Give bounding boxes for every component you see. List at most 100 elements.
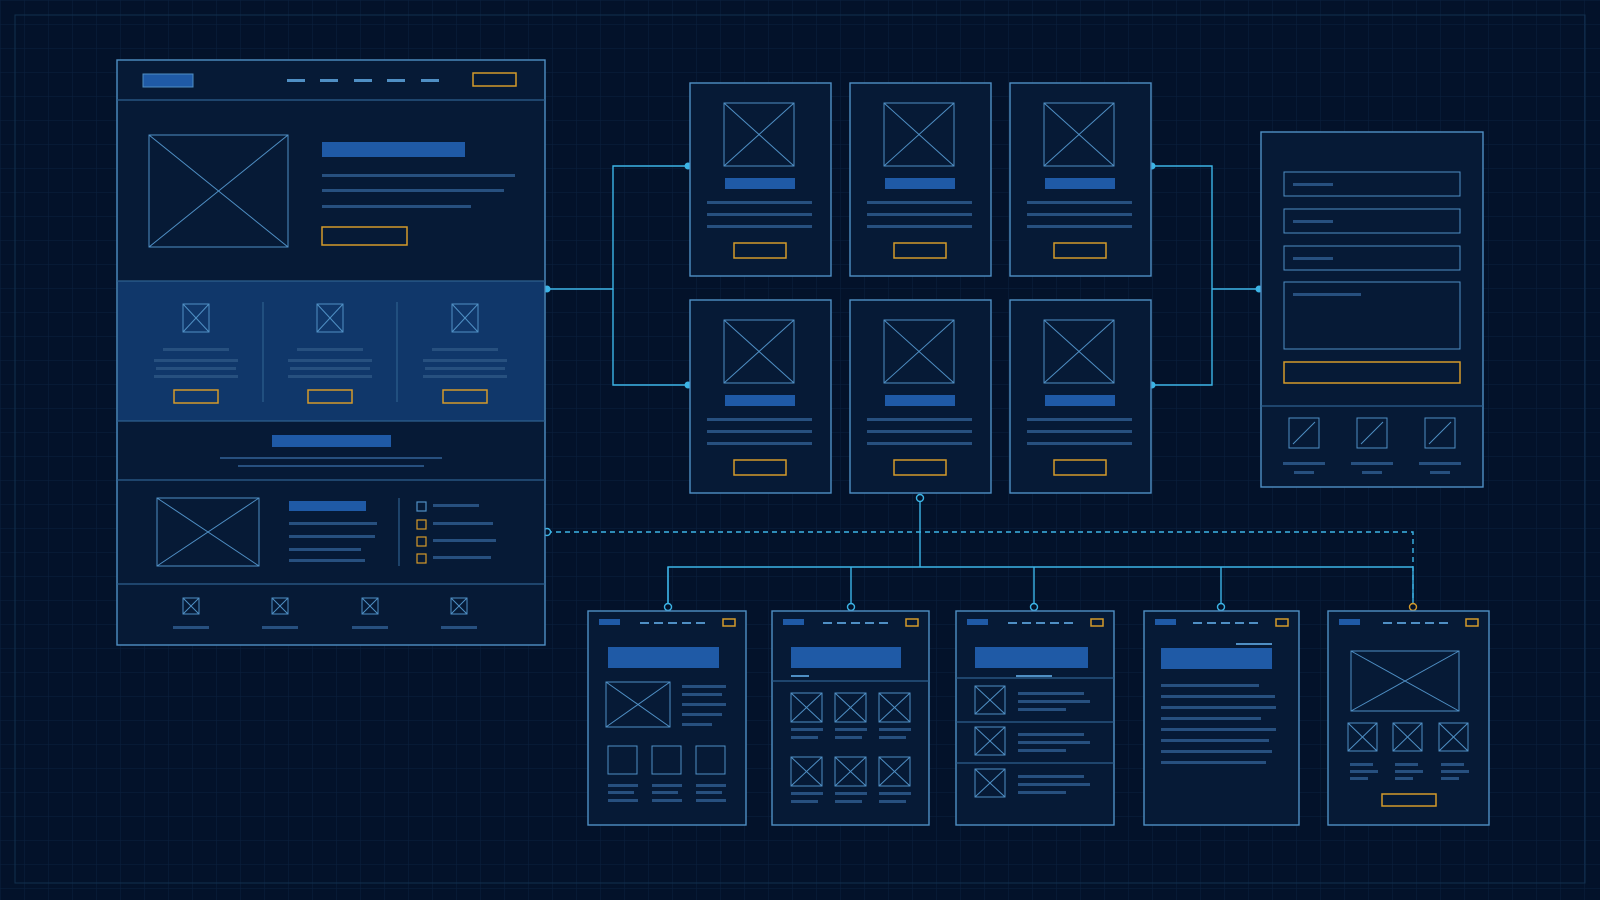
image-diagonal [1043,102,1115,167]
list-text-line [1018,700,1090,703]
image-frame [723,319,795,384]
image-frame [1043,102,1115,167]
gallery-text-line [879,728,911,731]
checklist-item [416,536,496,547]
image-diagonal [883,319,955,384]
nav-link [1411,622,1420,624]
checklist-text-line [433,556,491,559]
checklist-text-line [433,504,479,507]
item-text-line [1395,770,1423,773]
node-form-page [1260,131,1484,488]
page-image [605,681,671,728]
image-diagonal [605,681,671,728]
image-frame [974,685,1006,715]
image-diagonal [451,303,479,333]
footer-column [262,597,298,629]
gallery-item [878,692,911,739]
footer-text-line [1419,462,1461,465]
nav-link [1383,622,1392,624]
nav-link [879,622,888,624]
image-diagonal [974,768,1006,798]
node-card-2 [849,82,992,277]
logo-placeholder [1339,619,1360,625]
nav-link [1221,622,1230,624]
gallery-item [834,692,867,739]
card-text-line [867,418,972,421]
list-text-line [1018,791,1066,794]
hero-text-line [322,174,515,177]
tile-text-line [696,784,726,787]
hero-title [322,142,465,157]
image-frame [1347,722,1378,752]
nav-link [287,79,305,82]
list-thumb [974,726,1006,756]
image-frame [316,303,344,333]
image-frame [361,597,379,615]
article-text-line [1161,728,1276,731]
card-text-line [707,201,812,204]
card-title [1045,395,1115,406]
node-card-3 [1009,82,1152,277]
article-text-line [1161,717,1261,720]
nav-link [682,622,691,624]
card-text-line [707,225,812,228]
nav-link [1397,622,1406,624]
nav-link [851,622,860,624]
gallery-text-line [835,728,867,731]
item-text-line [1350,770,1378,773]
image-diagonal [790,692,823,723]
list-row [974,768,1090,798]
gallery-image [790,756,823,787]
image-diagonal [182,303,210,333]
hero-image [1350,650,1460,712]
banner-text-line [238,465,424,467]
textarea-label [1293,293,1361,296]
gallery-text-line [879,800,906,803]
card-image [1043,102,1115,167]
nav-cta-button [1275,618,1289,627]
card-title [725,178,795,189]
text-line [682,685,726,688]
gallery-image [834,692,867,723]
item-image [1438,722,1469,752]
nav-link [1193,622,1202,624]
feature-text-line [156,367,236,370]
card-button [733,459,787,476]
homepage-footer [173,597,477,629]
content-title [289,501,366,511]
feature-icon [316,303,344,333]
checkbox [416,553,427,564]
connector-port [915,493,925,503]
subpage-header [967,618,1104,627]
tile-text-line [652,799,682,802]
image-frame [790,756,823,787]
gallery-text-line [791,736,818,739]
page-title [791,647,901,668]
subtitle-line [1016,675,1052,677]
connector-home-to-card-row-1 [547,165,688,290]
image-frame [182,597,200,615]
hero-text-line [322,189,504,192]
logo-placeholder [142,73,194,88]
checklist-item [416,519,493,530]
form-textarea [1283,281,1461,350]
connector-port [846,602,856,612]
icon-frame [1424,417,1456,449]
page-title [975,647,1088,668]
page-button [1381,793,1437,807]
checkbox [416,536,427,547]
node-card-6 [1009,299,1152,494]
footer-text-line [1430,471,1450,474]
tile [607,745,638,802]
node-subpage-5 [1327,610,1490,826]
connector-port [663,602,673,612]
card-text-line [1027,430,1132,433]
image-frame [1392,722,1423,752]
list-thumb [974,685,1006,715]
list-text-line [1018,708,1066,711]
image-diagonal [1392,722,1423,752]
gallery-item [878,756,911,803]
input-label [1293,183,1333,186]
gallery-text-line [879,736,906,739]
footer-text-line [173,626,209,629]
